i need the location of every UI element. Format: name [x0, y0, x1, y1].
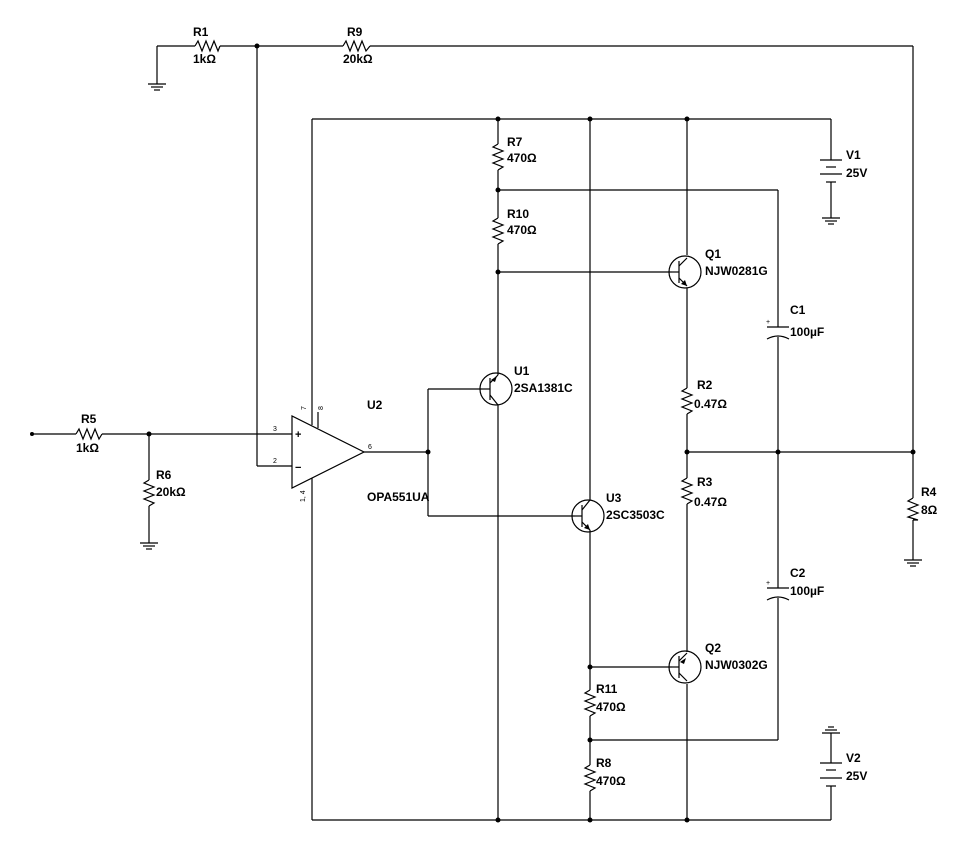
r5-value: 1kΩ	[76, 441, 99, 455]
r10-value: 470Ω	[507, 223, 537, 237]
r11-ref: R11	[596, 682, 618, 696]
opamp-u2-icon: + − 3 2 6 7 8 1, 4	[273, 406, 372, 502]
r2-ref: R2	[697, 378, 713, 392]
ground-r1-icon	[148, 83, 166, 91]
q1-value: NJW0281G	[705, 264, 768, 278]
r4-ref: R4	[921, 485, 937, 499]
c1-polarity: +	[766, 319, 770, 326]
r6-value: 20kΩ	[156, 485, 186, 499]
resistor-r2-icon	[680, 387, 694, 415]
resistor-r5-icon	[75, 427, 103, 441]
u2-value: OPA551UA	[367, 490, 430, 504]
transistor-u1-icon	[479, 372, 513, 406]
r6-ref: R6	[156, 468, 172, 482]
battery-v2-icon	[820, 762, 842, 787]
c2-value: 100µF	[790, 584, 824, 598]
capacitor-c1-icon: +	[766, 319, 790, 340]
opamp-pin-6: 6	[368, 444, 372, 451]
ground-v2-icon	[822, 726, 840, 738]
v2-ref: V2	[846, 751, 861, 765]
r9-value: 20kΩ	[343, 52, 373, 66]
c2-polarity: +	[766, 580, 770, 587]
resistor-r10-icon	[491, 217, 505, 245]
ground-r4-icon	[904, 559, 922, 567]
opamp-pin-3: 3	[273, 426, 277, 433]
resistor-r1-icon	[194, 39, 221, 53]
opamp-minus-sign: −	[295, 462, 301, 474]
r3-value: 0.47Ω	[694, 495, 727, 509]
junction-dots	[30, 43, 916, 823]
opamp-pin-2: 2	[273, 458, 277, 465]
r4-value: 8Ω	[921, 503, 938, 517]
resistor-r7-icon	[491, 143, 505, 171]
opamp-pin-1-4: 1, 4	[300, 490, 307, 502]
transistor-u3-icon	[571, 499, 605, 533]
v1-value: 25V	[846, 166, 867, 180]
v2-value: 25V	[846, 769, 867, 783]
r7-value: 470Ω	[507, 151, 537, 165]
c1-value: 100µF	[790, 325, 824, 339]
resistor-r3-icon	[680, 477, 694, 505]
battery-v1-icon	[820, 159, 842, 183]
capacitor-c2-icon: +	[766, 580, 790, 601]
r11-value: 470Ω	[596, 700, 626, 714]
u1-value: 2SA1381C	[514, 381, 573, 395]
u2-ref: U2	[367, 398, 383, 412]
resistor-r11-icon	[583, 689, 597, 717]
u3-value: 2SC3503C	[606, 508, 665, 522]
q2-ref: Q2	[705, 641, 721, 655]
resistor-r9-icon	[342, 39, 371, 53]
r1-ref: R1	[193, 25, 209, 39]
r9-ref: R9	[347, 25, 363, 39]
r10-ref: R10	[507, 207, 529, 221]
component-labels: R1 1kΩ R9 20kΩ R7 470Ω R10 470Ω V1 25V Q…	[76, 25, 938, 788]
opamp-pin-8: 8	[318, 406, 325, 410]
r2-value: 0.47Ω	[694, 397, 727, 411]
r7-ref: R7	[507, 135, 523, 149]
r1-value: 1kΩ	[193, 52, 216, 66]
q2-value: NJW0302G	[705, 658, 768, 672]
ground-v1-icon	[822, 217, 840, 225]
opamp-plus-sign: +	[295, 429, 301, 441]
r8-ref: R8	[596, 756, 612, 770]
v1-ref: V1	[846, 148, 861, 162]
c1-ref: C1	[790, 303, 806, 317]
resistor-r4-icon	[906, 497, 920, 521]
r5-ref: R5	[81, 412, 97, 426]
r3-ref: R3	[697, 475, 713, 489]
u3-ref: U3	[606, 491, 622, 505]
transistor-q2-icon	[668, 650, 702, 684]
ground-r6-icon	[140, 542, 158, 550]
resistor-r6-icon	[142, 479, 156, 507]
wires	[32, 45, 914, 821]
q1-ref: Q1	[705, 247, 721, 261]
c2-ref: C2	[790, 566, 806, 580]
u1-ref: U1	[514, 364, 530, 378]
opamp-pin-7: 7	[301, 406, 308, 410]
resistor-r8-icon	[583, 764, 597, 792]
r8-value: 470Ω	[596, 774, 626, 788]
transistor-q1-icon	[668, 255, 702, 289]
